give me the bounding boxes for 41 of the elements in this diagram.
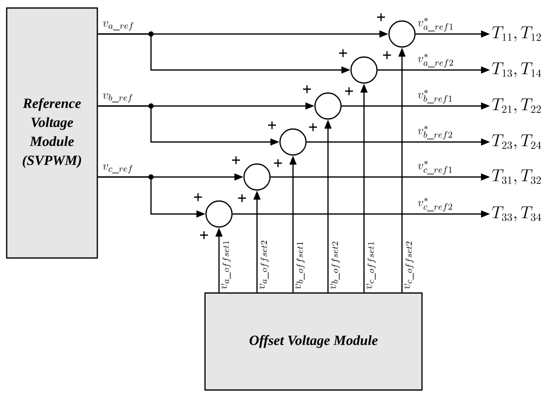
signal-label: $v^{*}_{c\_ref2}$ [418,198,452,212]
signal-label: $v_{b\_offset2}$ [330,242,340,290]
signal-label: $v_{c\_offset1}$ [366,242,376,290]
summing-circle [350,56,378,84]
summing-circle [388,20,416,48]
signal-label: $v_{b\_ref}$ [102,93,132,102]
output-label: $T_{21},T_{22}$ [492,98,541,114]
plus-sign: + [268,121,276,130]
summing-circle [205,200,233,228]
plus-sign: + [194,193,202,202]
output-label: $T_{33},T_{34}$ [492,206,542,222]
plus-sign: + [377,13,385,22]
output-label: $T_{23},T_{24}$ [492,134,542,150]
plus-sign: + [345,87,353,96]
signal-label: $v_{c\_offset2}$ [404,242,414,290]
module-box: Reference Voltage Module (SVPWM) [6,7,98,259]
plus-sign: + [339,49,347,58]
signal-label: $v^{*}_{a\_ref1}$ [418,18,453,32]
signal-label: $v_{b\_offset1}$ [295,242,305,290]
signal-label: $v_{a\_offset2}$ [259,240,269,290]
summing-circle [314,92,342,120]
signal-label: $v^{*}_{b\_ref1}$ [418,90,452,104]
plus-sign: + [274,159,282,168]
output-label: $T_{13},T_{14}$ [492,62,542,78]
signal-label: $v^{*}_{b\_ref2}$ [418,126,452,140]
signal-label: $v_{a\_offset1}$ [221,241,231,290]
signal-label: $v^{*}_{c\_ref1}$ [418,160,452,174]
signal-label: $v_{a\_ref}$ [102,21,134,30]
plus-sign: + [383,51,391,60]
output-label: $T_{31},T_{32}$ [492,170,541,185]
signal-label: $v_{c\_ref}$ [102,164,133,174]
plus-sign: + [200,231,208,240]
plus-sign: + [309,123,317,132]
summing-circle [279,128,307,156]
module-box: Offset Voltage Module [204,292,423,391]
plus-sign: + [303,85,311,94]
output-label: $T_{11},T_{12}$ [492,26,541,42]
plus-sign: + [232,156,240,164]
plus-sign: + [238,194,246,202]
signal-label: $v^{*}_{a\_ref2}$ [418,54,454,68]
summing-circle [243,163,271,191]
